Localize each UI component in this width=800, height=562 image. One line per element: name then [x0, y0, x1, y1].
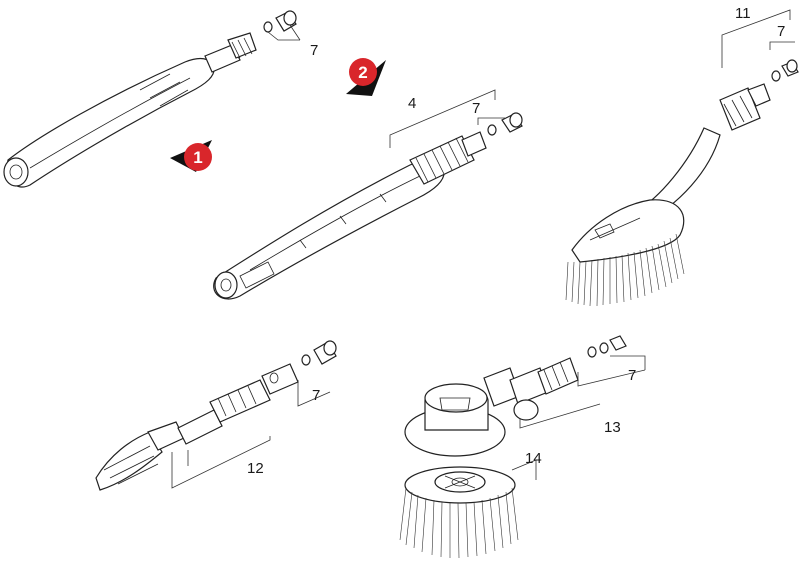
nozzle-part-bottom-right	[587, 335, 627, 358]
part-label-11: 11	[735, 5, 751, 22]
leader-line	[171, 436, 271, 489]
part-label-7: 7	[472, 100, 480, 117]
leader-line	[477, 117, 505, 125]
part-label-14: 14	[525, 450, 542, 467]
part-label-13: 13	[604, 419, 621, 436]
leader-line	[511, 459, 537, 480]
part-label-7: 7	[310, 42, 318, 59]
brush-bristles	[565, 233, 685, 307]
leader-line	[721, 9, 791, 68]
leader-line	[289, 24, 301, 41]
leader-line	[297, 380, 331, 407]
part-label-7: 7	[628, 367, 636, 384]
rotary-nozzle-part-12	[95, 363, 299, 491]
part-label-4: 4	[408, 95, 416, 112]
leader-line	[577, 369, 646, 387]
leader-line	[769, 41, 795, 50]
rotating-brush-part-13	[404, 357, 579, 457]
badge-1-number: 1	[193, 148, 202, 167]
nozzle-part-top-right	[771, 59, 799, 82]
badge-1: 1	[170, 140, 212, 172]
nozzle-part-top-left	[263, 10, 297, 33]
spray-lance-part	[3, 32, 257, 188]
badge-2-number: 2	[358, 63, 367, 82]
part-label-7: 7	[312, 387, 320, 404]
part-label-12: 12	[247, 460, 264, 477]
leader-line	[389, 89, 496, 148]
rotating-brush-part-14	[399, 466, 519, 559]
leader-line	[610, 355, 646, 370]
nozzle-part-bottom-left	[301, 340, 337, 366]
lance-part-4	[213, 131, 487, 300]
leader-line	[267, 31, 300, 41]
part-label-7: 7	[777, 23, 785, 40]
wash-brush-part-11	[571, 83, 771, 263]
leader-line	[519, 403, 601, 429]
badge-2: 2	[346, 58, 386, 96]
nozzle-part-center	[487, 112, 523, 136]
